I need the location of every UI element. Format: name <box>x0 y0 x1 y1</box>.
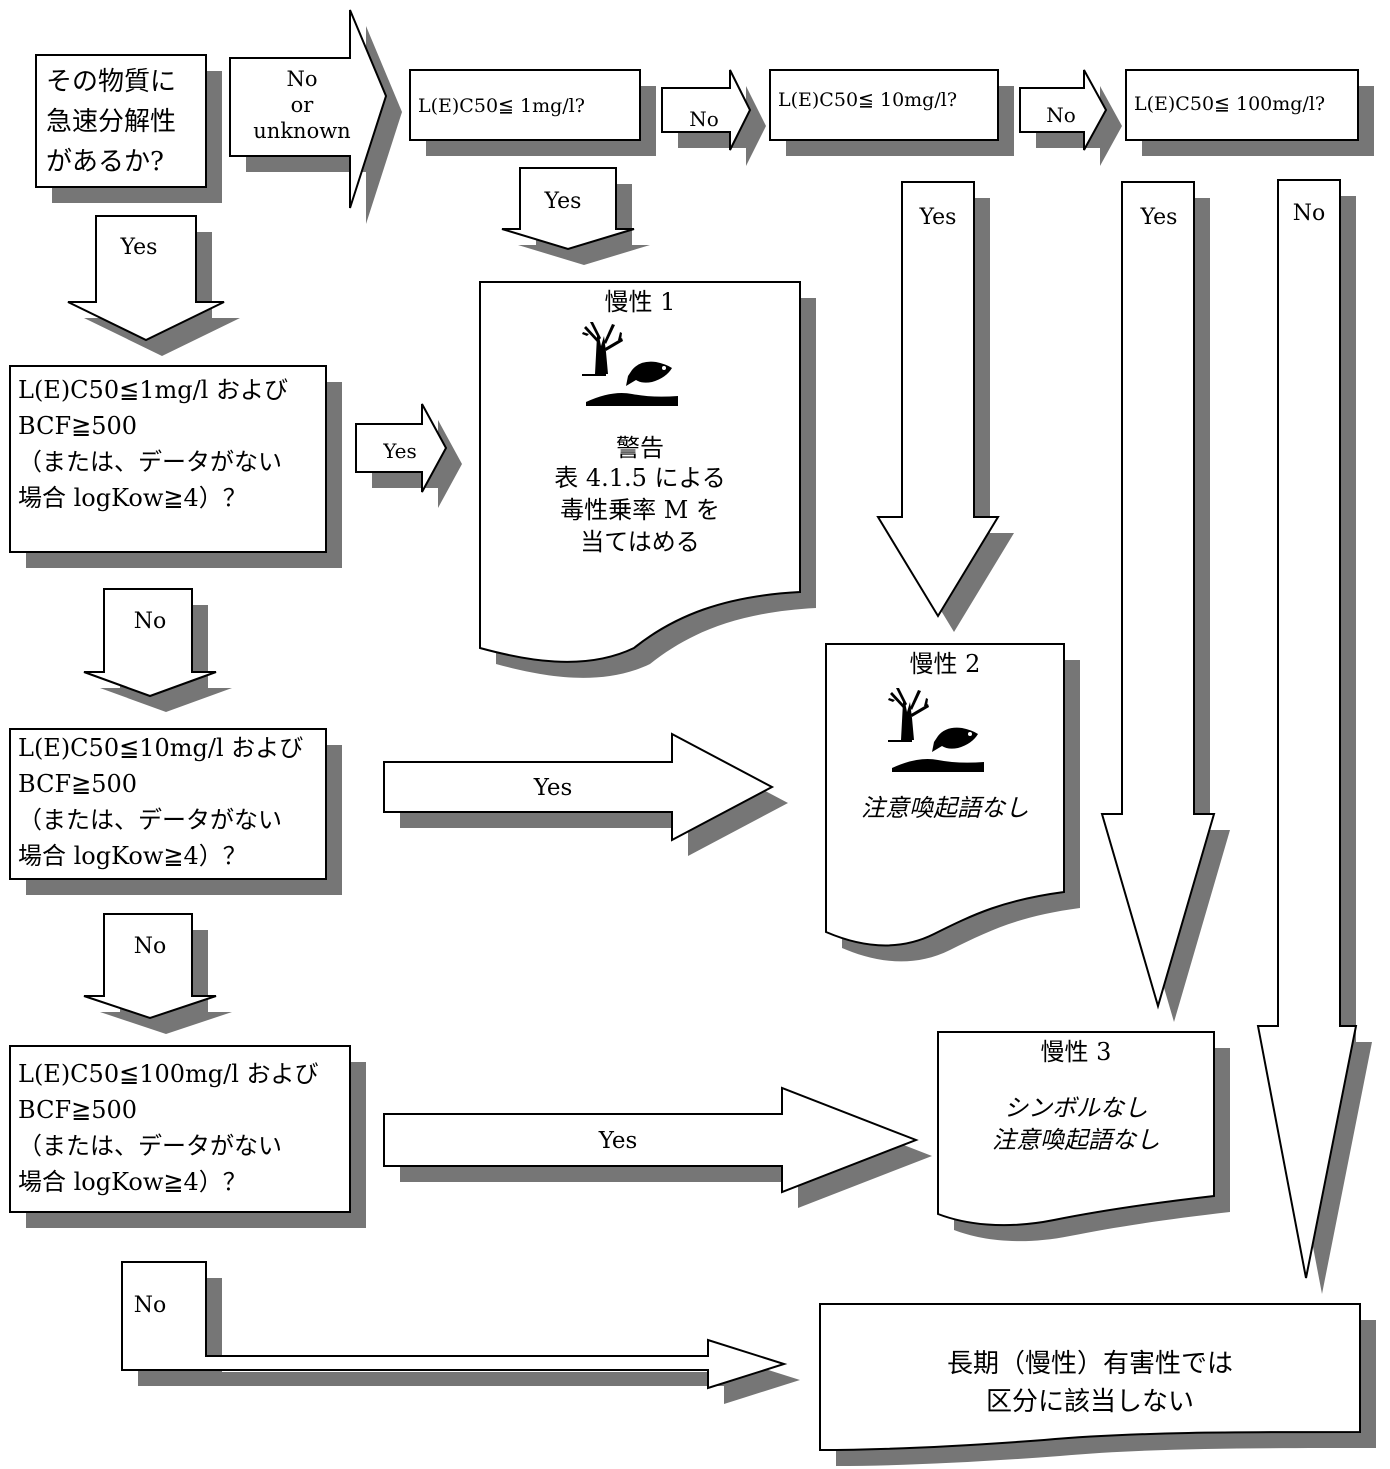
chronic2-title: 慢性 2 <box>910 650 981 678</box>
arrow-yes-q1-label: Yes <box>544 189 582 214</box>
arrow-no-q3 <box>1256 179 1358 1279</box>
arrow-label-unknown: unknown <box>253 119 350 143</box>
arrow-no-2 <box>1019 69 1108 151</box>
q-bcf-1-line-2: BCF≧500 <box>18 412 137 440</box>
not-classified-line-2: 区分に該当しない <box>986 1387 1194 1417</box>
arrow-no-q3-label: No <box>1293 201 1326 226</box>
q-bcf-100-line-3: （または、データがない <box>18 1132 282 1160</box>
arrow-yes-q3 <box>1100 181 1216 1010</box>
arrow-no-or-unknown <box>229 9 388 209</box>
arrow-yes-q3-label: Yes <box>1140 205 1178 230</box>
arrow-no-bcf1 <box>83 588 217 698</box>
arrow-yes-bcf1-label: Yes <box>382 439 417 463</box>
q-bcf-1-line-1: L(E)C50≦1mg/l および <box>18 376 288 404</box>
arrow-no-1 <box>661 69 752 151</box>
arrow-yes-q2-label: Yes <box>919 205 957 230</box>
arrow-yes-bcf10 <box>383 732 775 842</box>
chronic3-line-2: 注意喚起語なし <box>992 1126 1160 1154</box>
arrow-yes-bcf100 <box>383 1086 919 1194</box>
chronic1-line-3: 毒性乗率 M を <box>560 496 720 524</box>
arrow-label-or: or <box>291 93 315 117</box>
arrow-no-bcf10-label: No <box>134 934 167 959</box>
q-bcf-10-line-3: （または、データがない <box>18 806 282 834</box>
top-q2-text: L(E)C50≦ 10mg/l? <box>778 89 957 111</box>
chronic1-line-2: 表 4.1.5 による <box>554 464 726 492</box>
box-q-bcf-100 <box>9 1045 351 1213</box>
arrow-yes-bcf10-label: Yes <box>533 775 573 801</box>
q-bcf-10-line-4: 場合 logKow≧4）？ <box>18 842 247 870</box>
q-bcf-10-line-1: L(E)C50≦10mg/l および <box>18 734 303 762</box>
arrow-no-bcf10 <box>83 913 217 1020</box>
arrow-yes-rapid <box>67 215 225 342</box>
labels: その物質に 急速分解性 があるか? No or unknown L(E)C50≦… <box>18 67 1325 1417</box>
top-q3-text: L(E)C50≦ 100mg/l? <box>1134 93 1325 115</box>
chronic3-line-1: シンボルなし <box>1004 1094 1148 1122</box>
q-bcf-100-line-4: 場合 logKow≧4）？ <box>18 1168 247 1196</box>
q-bcf-100-line-2: BCF≧500 <box>18 1096 137 1124</box>
box-rapid-degradation <box>35 54 207 188</box>
q-bcf-1-line-3: （または、データがない <box>18 448 282 476</box>
arrow-no-bcf100 <box>121 1261 788 1390</box>
shapes <box>9 9 1361 1452</box>
arrow-no-1-label: No <box>689 107 719 131</box>
chronic3-title: 慢性 3 <box>1041 1038 1112 1066</box>
chronic2-text: 注意喚起語なし <box>861 794 1029 822</box>
q-bcf-10-line-2: BCF≧500 <box>18 770 137 798</box>
arrow-yes-q2 <box>876 181 1000 618</box>
chronic1-title: 慢性 1 <box>605 288 676 316</box>
arrow-yes-q1 <box>501 167 635 251</box>
arrow-no-bcf100-label: No <box>134 1293 167 1318</box>
box-q-bcf-1 <box>9 365 327 553</box>
arrow-label-no: No <box>286 67 317 91</box>
rapid-degradation-line-1: その物質に <box>46 67 176 97</box>
arrow-no-2-label: No <box>1046 103 1076 127</box>
result-chronic1-box <box>479 281 801 663</box>
q-bcf-1-line-4: 場合 logKow≧4）？ <box>18 484 247 512</box>
result-chronic2-box <box>825 643 1065 947</box>
box-top-q3 <box>1125 69 1359 141</box>
rapid-degradation-line-2: 急速分解性 <box>46 107 176 137</box>
box-top-q1 <box>409 69 641 141</box>
rapid-degradation-line-3: があるか? <box>46 147 164 177</box>
arrow-yes-bcf100-label: Yes <box>598 1128 638 1154</box>
result-chronic3-box <box>937 1031 1215 1227</box>
arrow-yes-bcf1 <box>355 403 448 493</box>
top-q1-text: L(E)C50≦ 1mg/l? <box>418 95 585 117</box>
box-q-bcf-10 <box>9 728 327 880</box>
result-not-classified-box <box>819 1303 1361 1452</box>
chronic1-line-1: 警告 <box>616 434 664 462</box>
arrow-yes-rapid-label: Yes <box>120 235 158 260</box>
arrow-no-bcf1-label: No <box>134 609 167 634</box>
q-bcf-100-line-1: L(E)C50≦100mg/l および <box>18 1060 319 1088</box>
not-classified-line-1: 長期（慢性）有害性では <box>947 1349 1233 1379</box>
box-top-q2 <box>769 69 999 141</box>
chronic1-line-4: 当てはめる <box>580 528 700 556</box>
